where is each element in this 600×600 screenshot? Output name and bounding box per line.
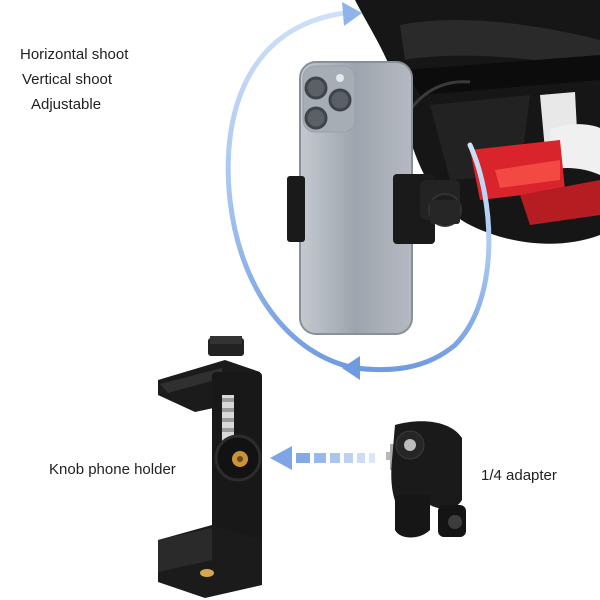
phone bbox=[299, 61, 413, 335]
label-quarter-adapter: 1/4 adapter bbox=[481, 467, 557, 484]
rotation-arc bbox=[225, 2, 492, 380]
label-vertical-shoot: Vertical shoot bbox=[22, 71, 113, 88]
knob-phone-holder bbox=[158, 336, 262, 598]
label-knob-phone-holder: Knob phone holder bbox=[49, 461, 176, 478]
arrow-head-bottom bbox=[342, 356, 360, 380]
label-horizontal-shoot: Horizontal shoot bbox=[20, 46, 129, 63]
label-adjustable: Adjustable bbox=[31, 96, 102, 113]
helmet-phone-clamp bbox=[287, 174, 462, 244]
arrow-head-top bbox=[342, 2, 362, 26]
attach-arrow bbox=[270, 446, 375, 470]
helmet bbox=[355, 0, 600, 244]
quarter-inch-adapter bbox=[386, 421, 466, 538]
